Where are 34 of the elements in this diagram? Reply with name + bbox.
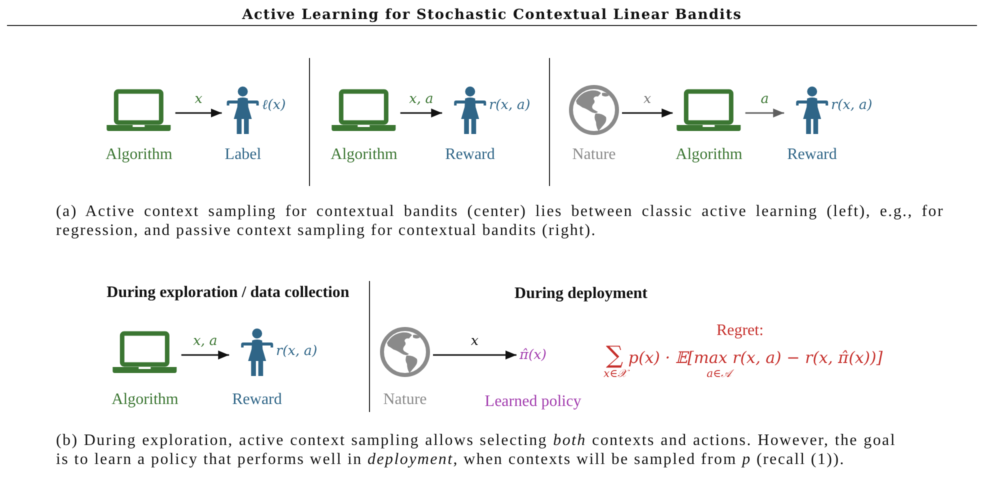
node-label: Reward [445,146,495,164]
math-label: r(x, a) [831,96,872,114]
edge-label: x, a [409,90,434,108]
arrow [745,108,784,118]
node-label: Algorithm [330,146,398,164]
edge-label: x [644,90,652,108]
math-label: r(x, a) [276,342,318,360]
math-label: π̂(x) [519,346,547,364]
arrow [181,350,230,360]
arrow [400,108,442,118]
title: Active Learning for Stochastic Contextual Linear Bandits [242,7,742,23]
node-label: Algorithm [112,391,178,409]
node-label: Algorithm [676,146,742,164]
math-label: ℓ(x) [262,96,286,114]
node-label: Nature [383,391,427,409]
arrow [622,108,673,118]
edge-label: x, a [193,332,218,350]
arrow [175,108,222,118]
node-label: Algorithm [106,146,172,164]
node-label: Reward [787,146,837,164]
node-label: Label [224,146,262,164]
figure-caption: (b) During exploration, active context sampling allows selecting both contexts and actions. However, the goal is to learn a policy that performs well in deployment, when contexts will be sampled from p (recall (1)). [56,431,896,469]
section-heading: During deployment [514,285,648,303]
edge-label: a [760,90,769,108]
node-label: Nature [572,146,616,164]
formula-heading: Regret: [716,322,764,340]
node-caption: Learned policy [484,393,582,411]
arrow [433,350,516,360]
edge-label: x [194,90,202,108]
node-label: Reward [232,391,282,409]
figure-caption: (a) Active context sampling for contextual bandits (center) lies between classic active learning (left), e.g., for regression, and passive context sampling for contextual bandits (right). [56,202,944,240]
math-label: r(x, a) [489,96,530,114]
section-heading: During exploration / data collection [106,284,350,302]
edge-label: x [470,332,479,350]
